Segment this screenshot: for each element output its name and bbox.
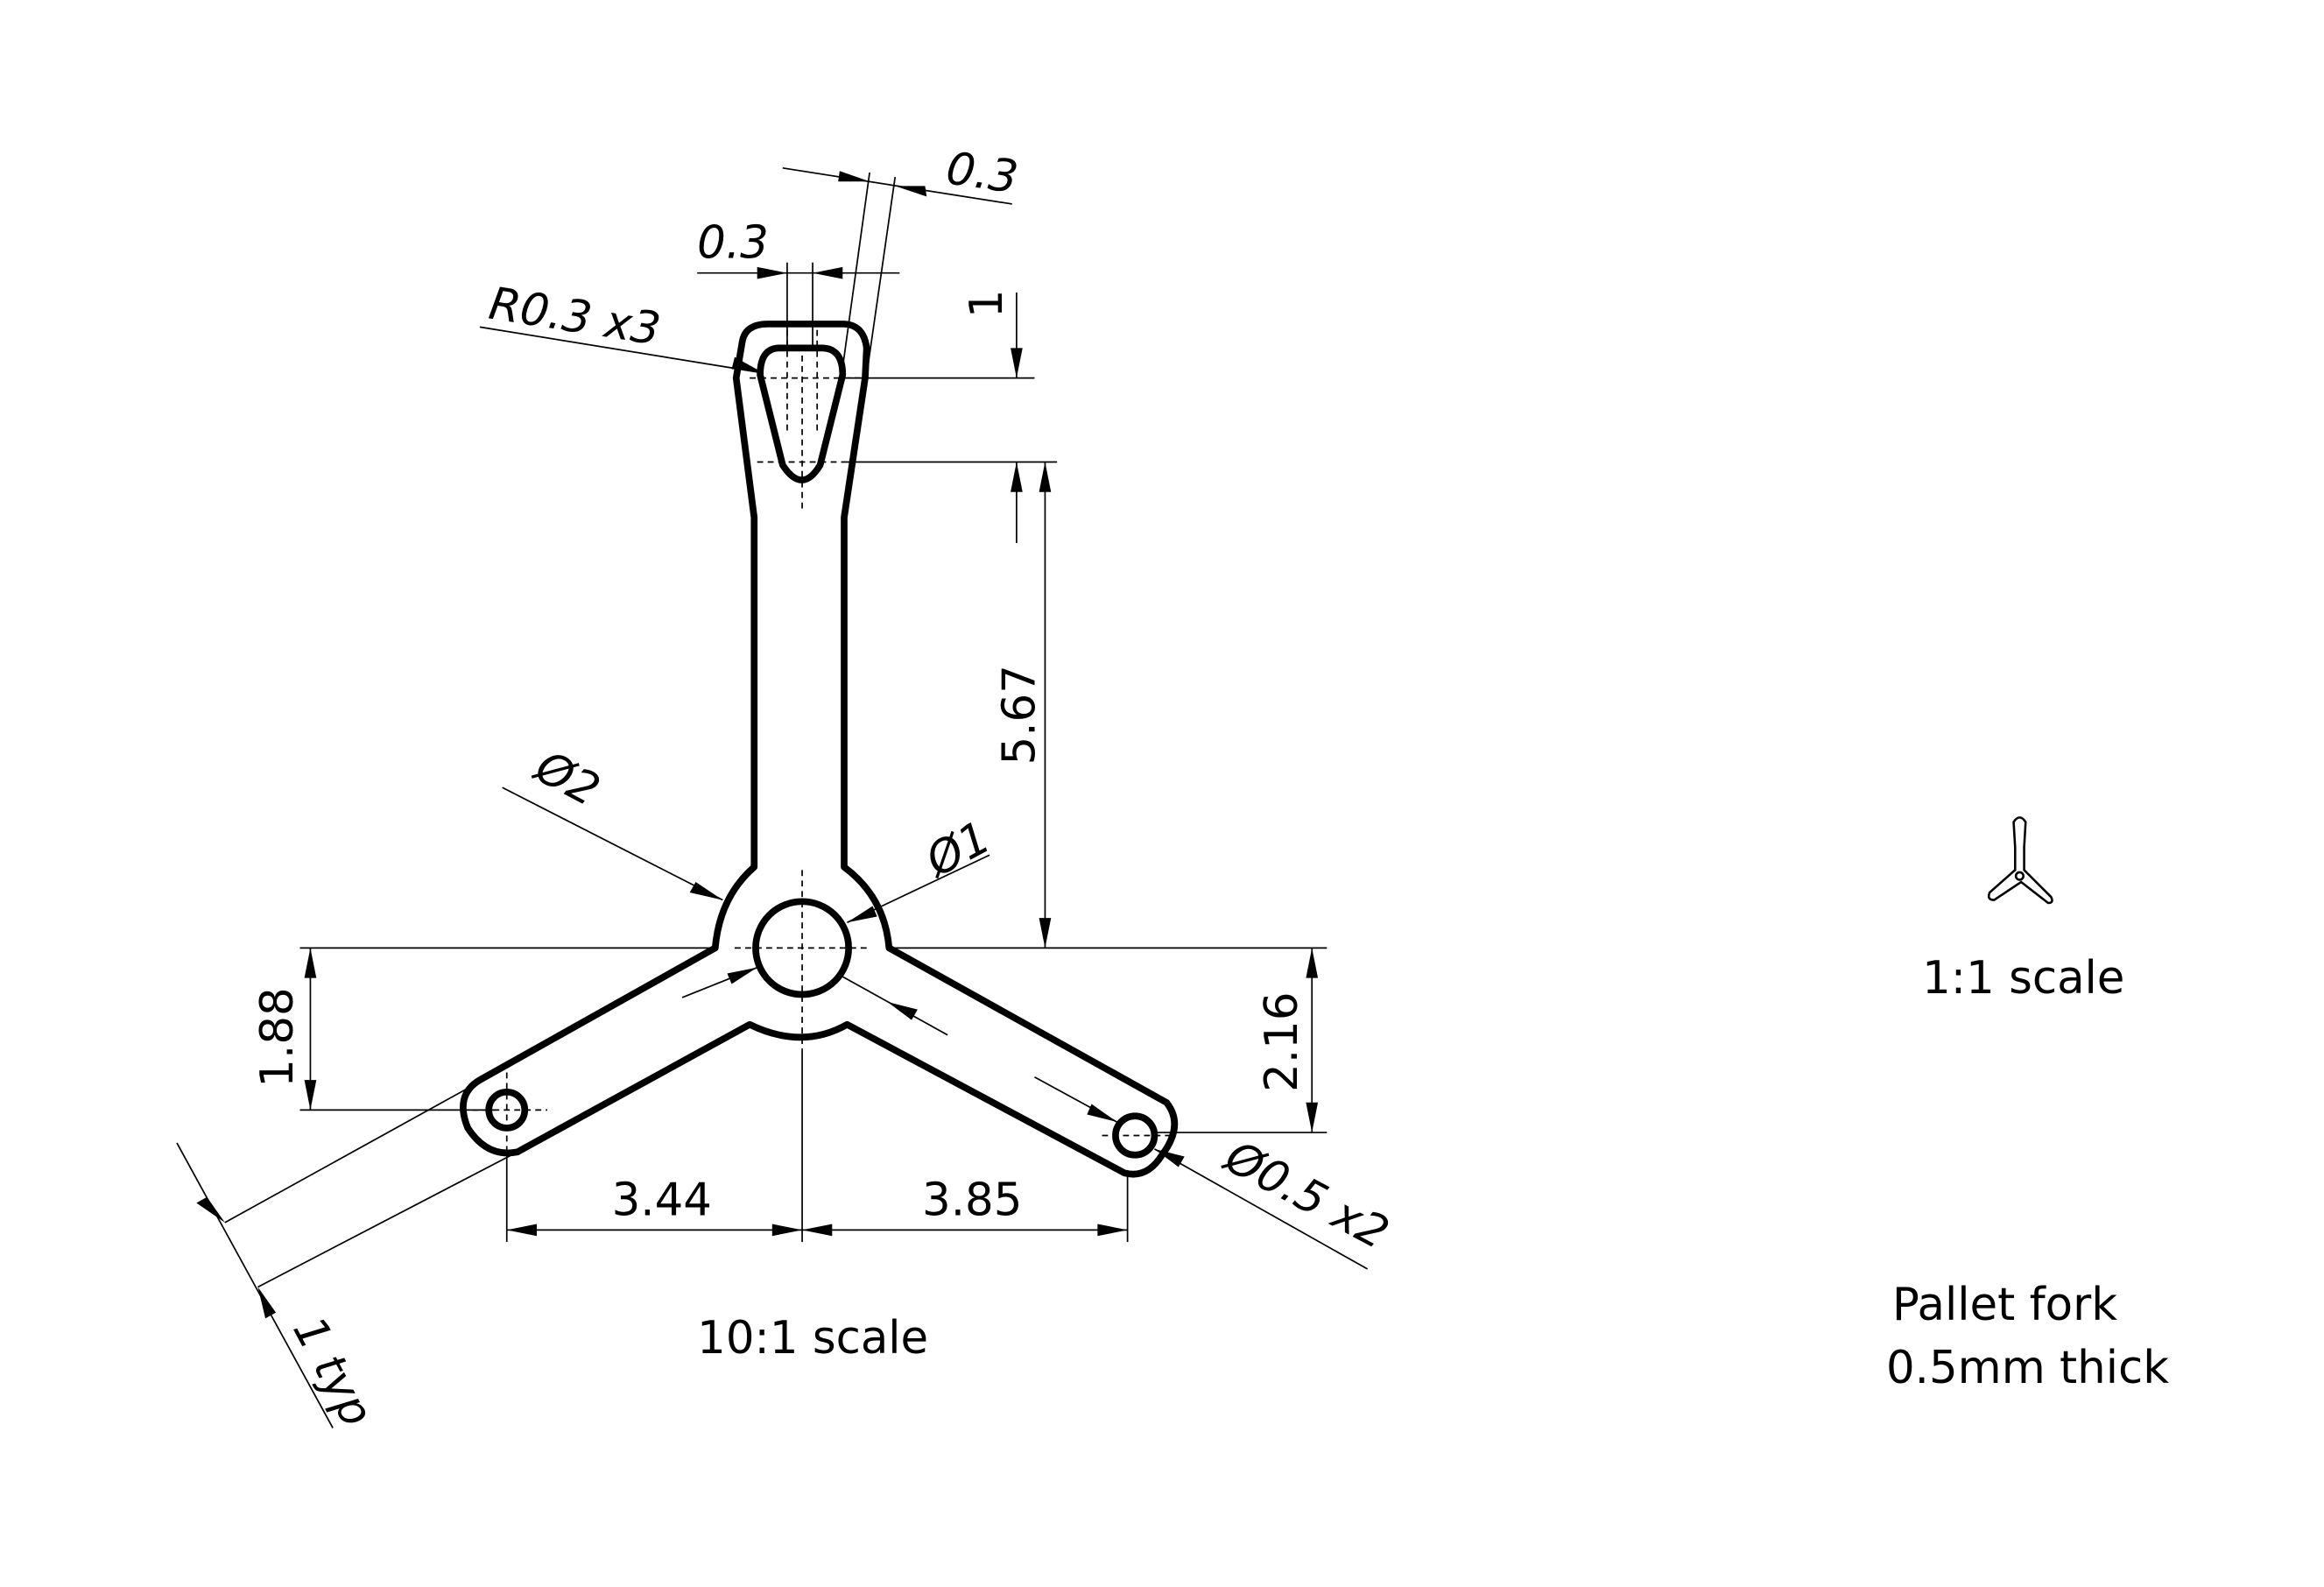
dim-fillet-radius: R0.3 x3	[485, 278, 664, 356]
dim-arm-hole-diameter: Ø0.5 x2	[1215, 1130, 1398, 1260]
main-view-scale-label: 10:1 scale	[697, 1312, 928, 1365]
pallet-fork-part	[460, 321, 1179, 1178]
dim-slot-length: 1	[961, 289, 1013, 318]
dim-right-arm-drop: 2.16	[1256, 991, 1308, 1091]
dimension-lines	[176, 166, 1368, 1428]
thumbnail-scale-label: 1:1 scale	[1922, 952, 2124, 1005]
part-outline	[460, 321, 1179, 1178]
dim-left-arm-drop: 1.88	[251, 987, 304, 1087]
dim-right-arm-reach: 3.85	[922, 1174, 1022, 1226]
dim-left-arm-reach: 3.44	[612, 1174, 712, 1226]
dim-hub-hole-diameter: Ø1	[916, 811, 998, 888]
drawing-title: Pallet fork	[1892, 1279, 2117, 1331]
dim-stem-length: 5.67	[993, 665, 1046, 765]
slot-outline	[757, 344, 847, 483]
dim-arm-width: 1 typ	[282, 1308, 383, 1435]
thumbnail-part	[1987, 816, 2053, 905]
dim-slot-top-width: 0.3	[697, 217, 769, 270]
dimension-labels: 0.3 0.3 R0.3 x3 1 5.67 Ø2 Ø1 1.88 2.16 3…	[251, 142, 1398, 1435]
dim-slot-angle-offset: 0.3	[943, 142, 1021, 204]
drawing-subtitle: 0.5mm thick	[1886, 1342, 2169, 1394]
